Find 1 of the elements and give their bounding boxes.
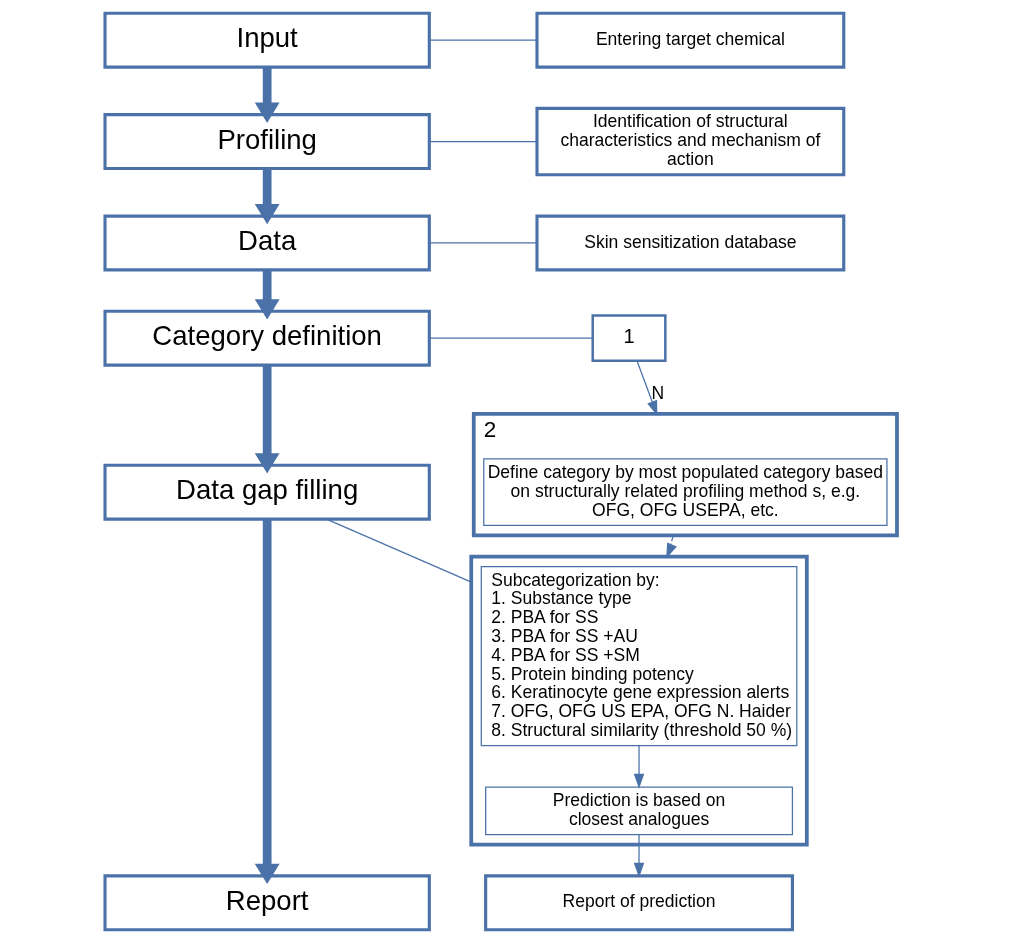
edge-label: N [650,383,664,404]
